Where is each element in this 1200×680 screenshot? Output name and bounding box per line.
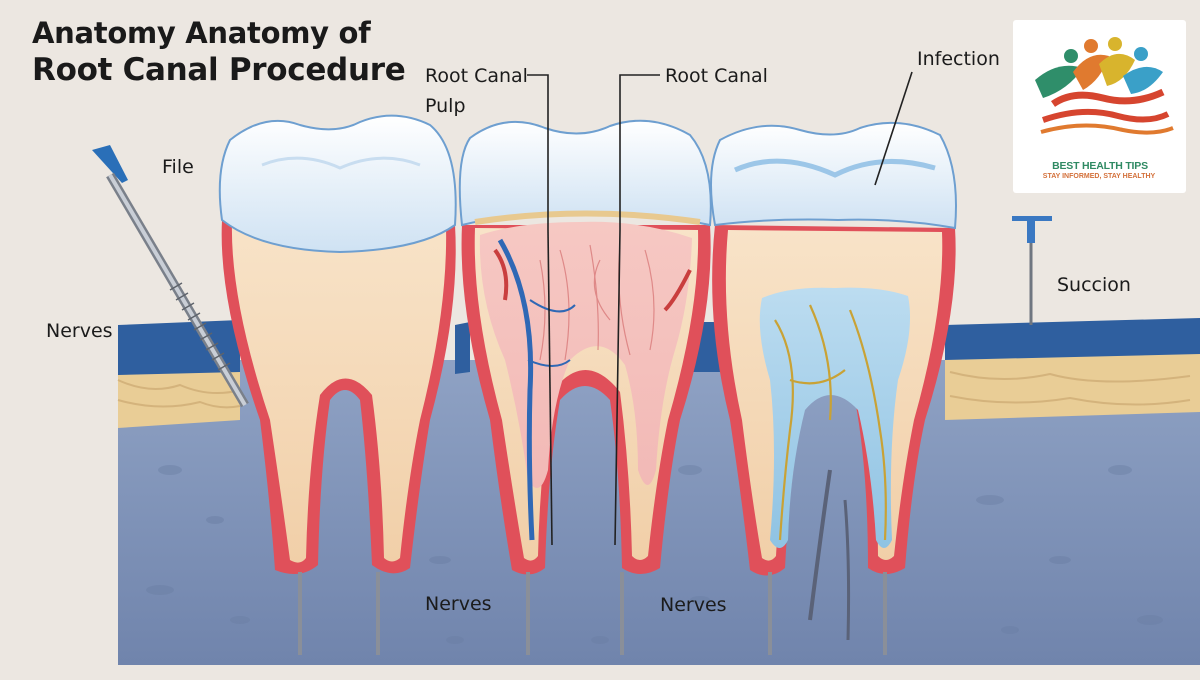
label-infection: Infection	[917, 48, 1000, 70]
label-suction: Succion	[1057, 274, 1131, 296]
label-pulp: Pulp	[425, 95, 466, 117]
tooth-left	[218, 114, 457, 574]
label-root-canal-right: Root Canal	[665, 65, 768, 87]
tooth-middle	[458, 119, 712, 575]
label-nerves-bottom-right: Nerves	[660, 594, 727, 616]
file-instrument	[92, 145, 249, 408]
tooth-right	[710, 121, 957, 641]
gum-right	[945, 318, 1200, 420]
nerve-stems	[298, 572, 887, 655]
title-line-2: Root Canal Procedure	[32, 52, 406, 88]
leader-lines	[527, 71, 913, 546]
title-line-1: Anatomy Anatomy of	[32, 16, 371, 50]
people-logo-icon	[1035, 37, 1174, 135]
label-root-canal-left: Root Canal	[425, 65, 528, 87]
brand-logo: BEST HEALTH TIPS STAY INFORMED, STAY HEA…	[1013, 20, 1186, 193]
suction-instrument	[1012, 216, 1052, 325]
label-nerves-left: Nerves	[46, 320, 113, 342]
label-file: File	[162, 156, 194, 178]
logo-name: BEST HEALTH TIPS	[1052, 160, 1148, 172]
label-nerves-bottom-left: Nerves	[425, 593, 492, 615]
logo-tagline: STAY INFORMED, STAY HEALTHY	[1042, 173, 1156, 180]
